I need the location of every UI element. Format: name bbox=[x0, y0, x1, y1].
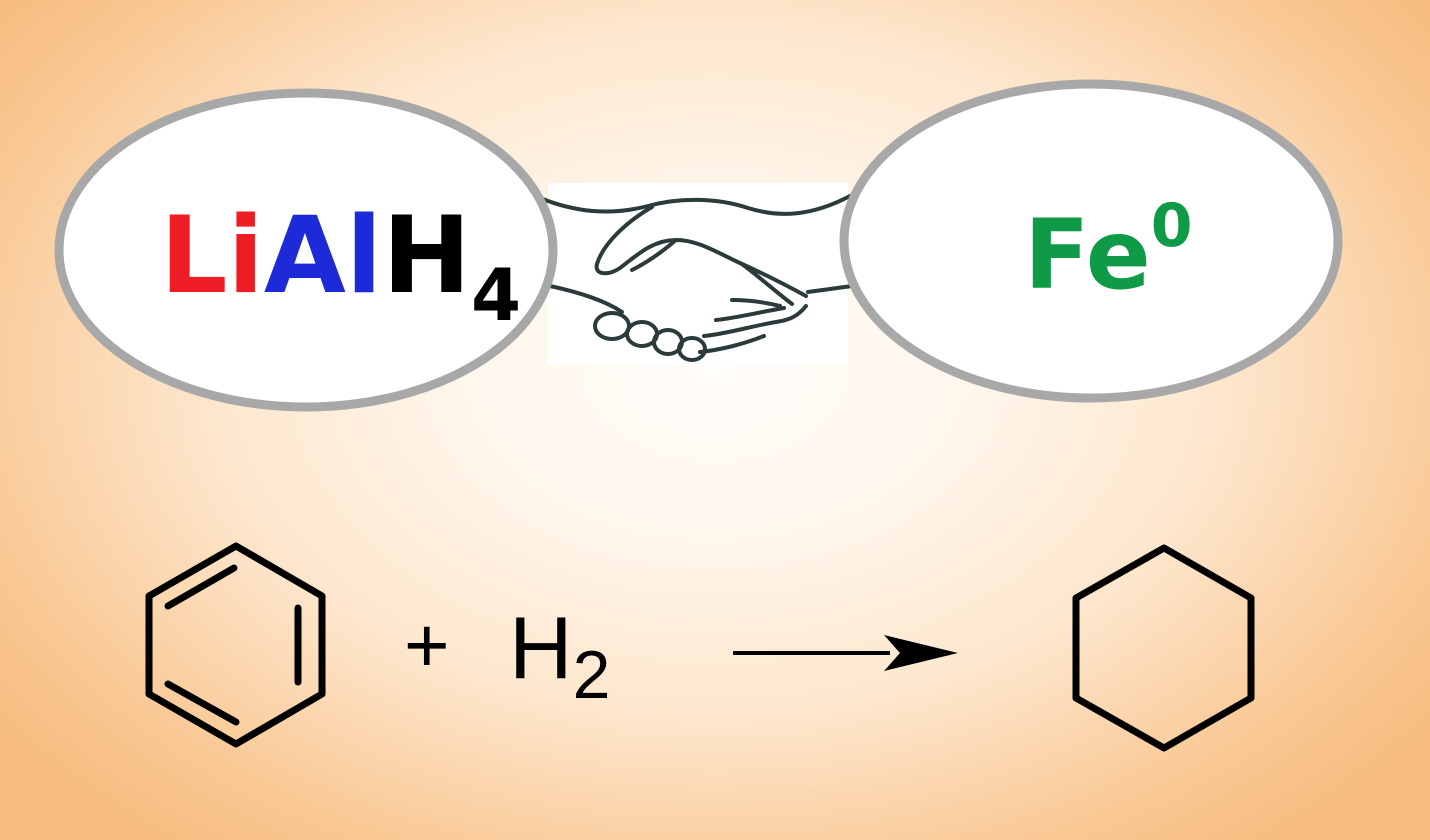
hydrogen-gas: H2 bbox=[509, 598, 610, 713]
iron-ellipse bbox=[839, 79, 1343, 403]
iron-symbol: Fe bbox=[1024, 199, 1151, 311]
lithium-symbol: Li bbox=[160, 194, 264, 317]
benzene-structure bbox=[145, 542, 326, 748]
h2-symbol: H bbox=[509, 598, 573, 697]
hydrogen-symbol: H bbox=[382, 194, 471, 317]
plus-sign: + bbox=[404, 601, 450, 689]
handshake-icon bbox=[538, 183, 854, 365]
hydrogen-subscript: 4 bbox=[471, 253, 521, 337]
reagent-iron: Fe0 bbox=[839, 79, 1343, 403]
lialh4-ellipse bbox=[54, 88, 558, 412]
iron-formula: Fe0 bbox=[1024, 191, 1193, 311]
lialh4-formula: LiAlH4 bbox=[160, 194, 521, 337]
cyclohexane-structure bbox=[1072, 544, 1255, 752]
reaction-arrow bbox=[733, 635, 958, 671]
h2-subscript: 2 bbox=[573, 637, 611, 713]
reagent-lialh4: LiAlH4 bbox=[54, 88, 558, 412]
aluminum-symbol: Al bbox=[264, 194, 382, 317]
iron-oxidation-state: 0 bbox=[1151, 191, 1193, 261]
